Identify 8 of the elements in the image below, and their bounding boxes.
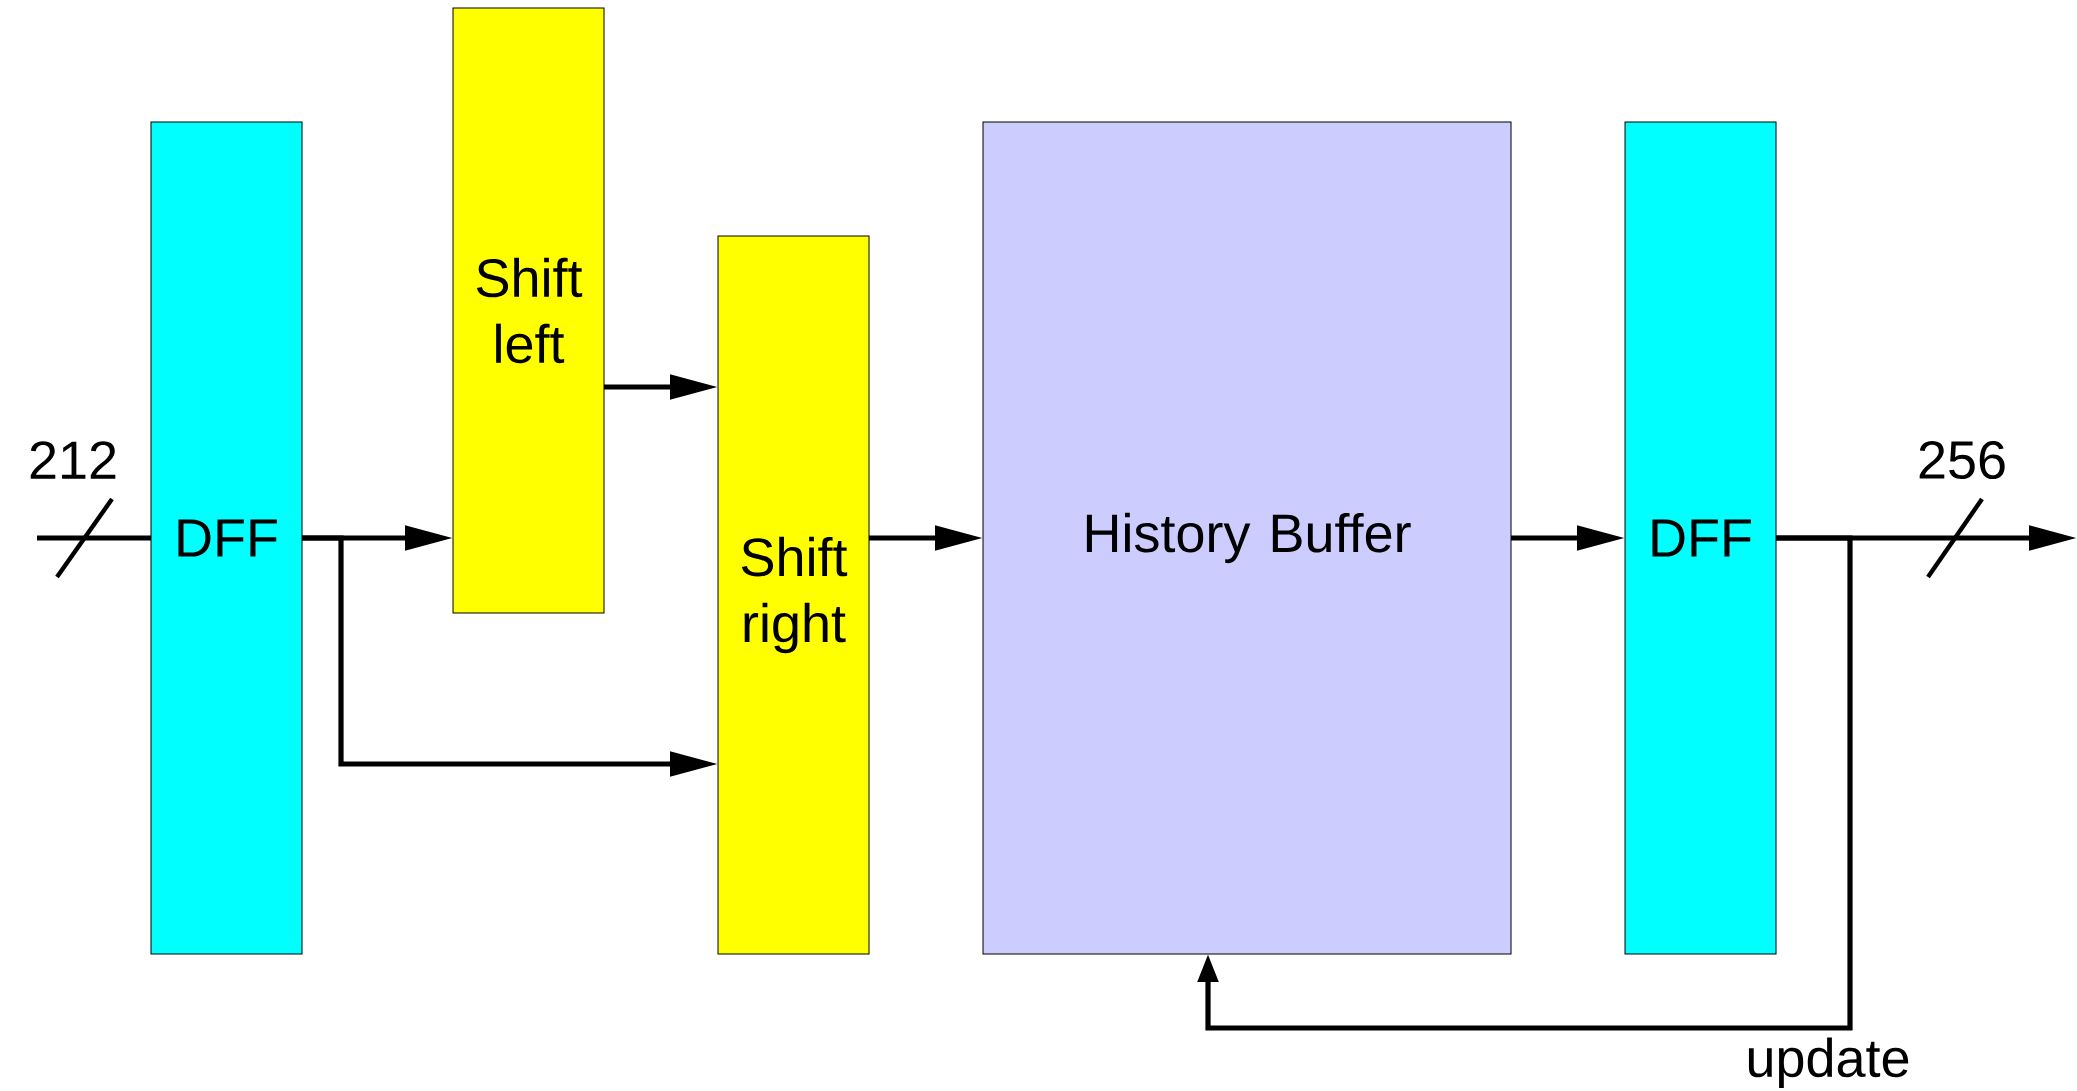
- arrow: [1197, 535, 1853, 1031]
- shift-box: Shift right: [717, 235, 870, 955]
- edge-label: update: [1743, 1035, 1913, 1090]
- flip-flop-box: DFF: [1624, 121, 1777, 955]
- bus-width-label: 256: [1919, 440, 2005, 480]
- shift-box: Shift left: [452, 7, 605, 614]
- flip-flop-box: DFF: [150, 121, 303, 955]
- buffer-box: History Buffer: [982, 121, 1512, 955]
